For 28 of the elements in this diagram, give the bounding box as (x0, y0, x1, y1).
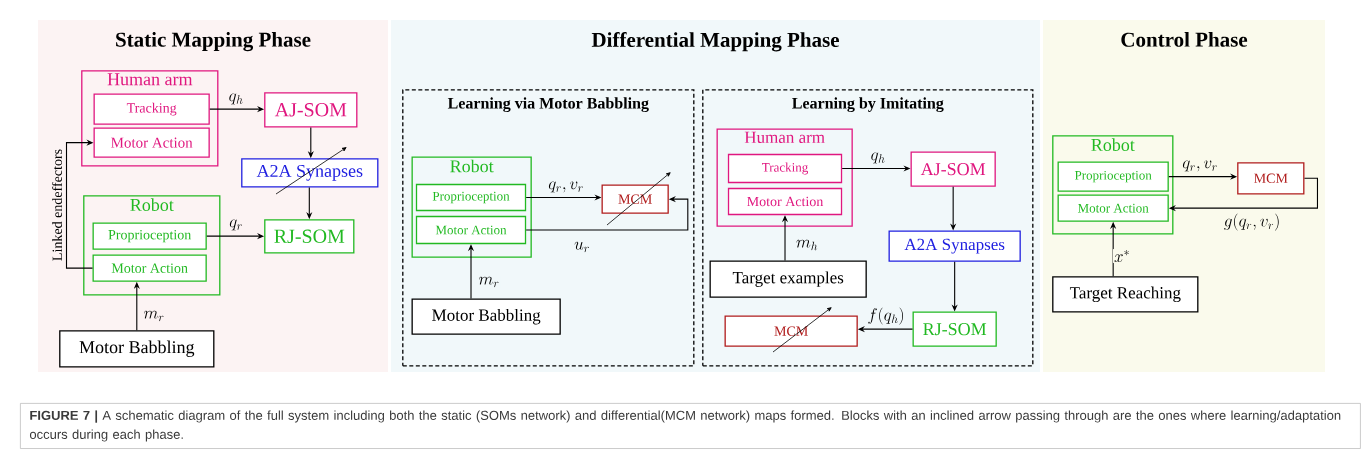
process-box: MCM (1237, 162, 1305, 195)
process-box: Motor Action (92, 254, 207, 282)
process-box: Motor Action (1057, 194, 1169, 222)
edge-label: $f(q_h)$ (866, 306, 906, 326)
process-box: Proprioception (1057, 161, 1169, 192)
process-box: RJ-SOM (264, 219, 355, 254)
process-box: MCM (601, 184, 669, 214)
edge-label: $g(q_r, v_r)$ (1222, 212, 1282, 232)
process-box: Motor Babbling (411, 298, 561, 335)
process-box: Motor Action (415, 215, 527, 245)
process-box: Target examples (709, 260, 867, 298)
process-box: Proprioception (415, 183, 527, 212)
caption-text: FIGURE 7 | A schematic diagram of the full system including both the static (SOMs network) and differential(MCM network) maps formed. Blocks with an inclined arrow passing through are the ones where learning/adaptation occurs during each phase. (20, 403, 1361, 449)
process-box: Motor Action (93, 127, 210, 158)
arrow (525, 196, 689, 231)
process-box: Motor Babbling (59, 330, 215, 368)
process-box: Proprioception (92, 222, 207, 250)
process-box: Tracking (727, 153, 843, 184)
process-box: Target Reaching (1052, 276, 1199, 313)
process-box: AJ-SOM (264, 92, 358, 128)
process-box: Tracking (93, 93, 210, 125)
process-box: AJ-SOM (910, 151, 996, 187)
edge-label: Linked endeffectors (51, 147, 63, 263)
process-box: A2A Synapses (888, 230, 1021, 262)
arrow (65, 139, 94, 269)
process-box: RJ-SOM (912, 311, 997, 347)
edge-label: $m_h$ (795, 239, 820, 251)
process-box: Motor Action (727, 187, 843, 216)
